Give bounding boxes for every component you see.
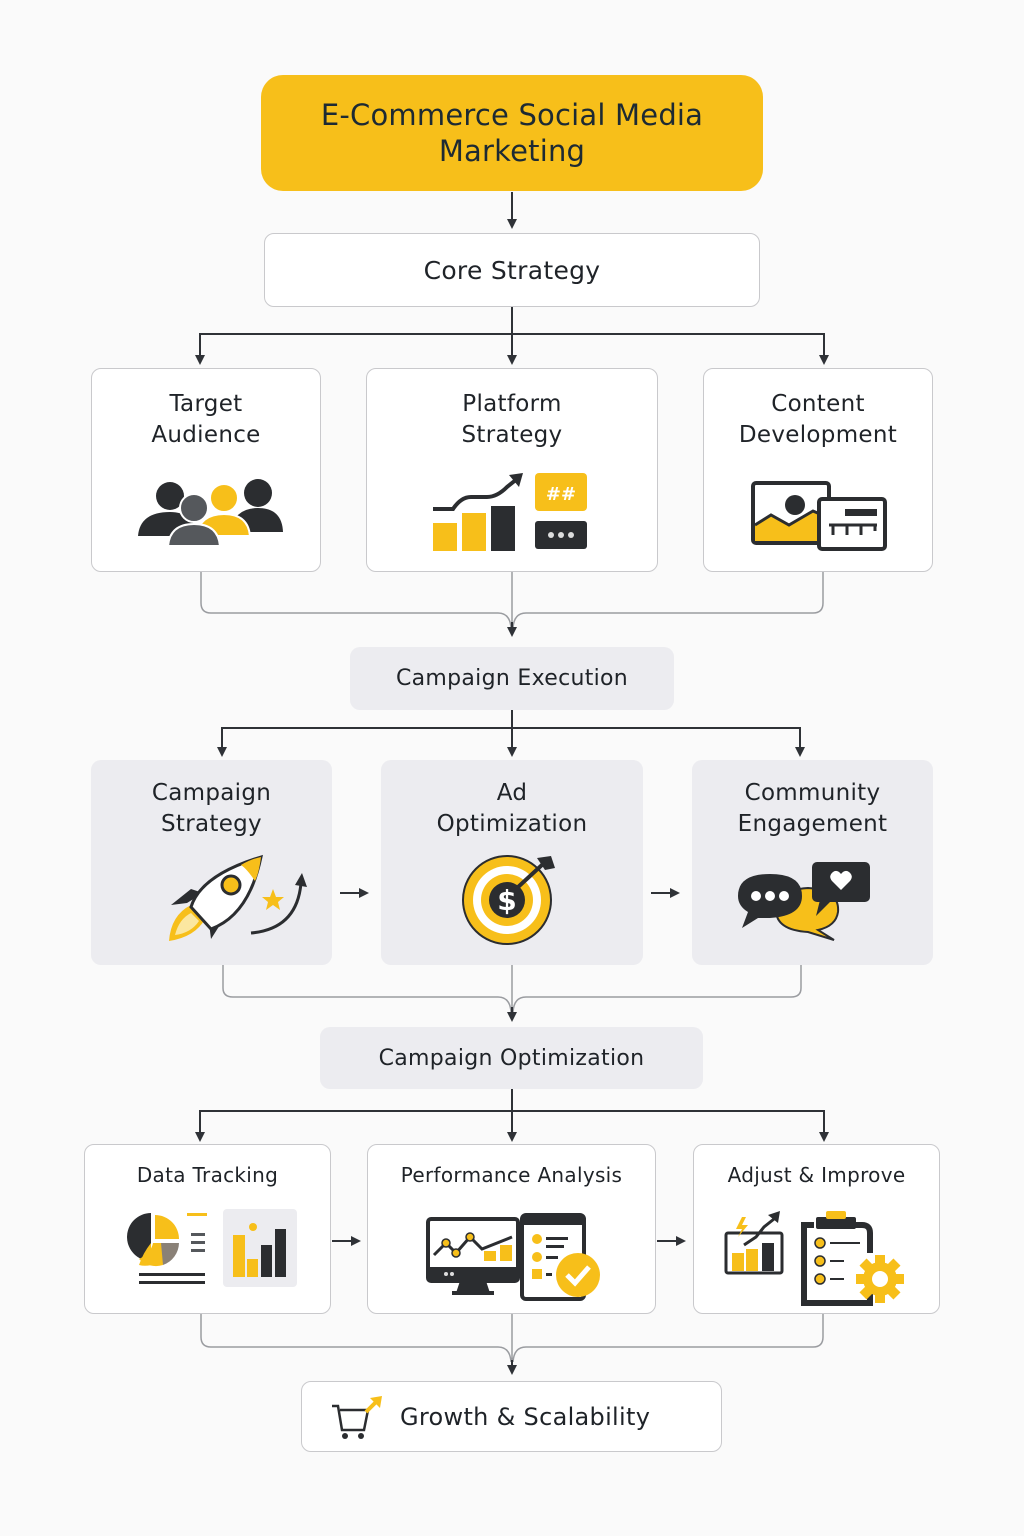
monitor-checklist-icon: [426, 1213, 600, 1301]
data-tracking-node[interactable]: Data Tracking: [84, 1144, 331, 1314]
svg-text:$: $: [497, 884, 516, 917]
clipboard-gear-icon: [724, 1211, 904, 1306]
target-audience-node[interactable]: Target Audience: [91, 368, 321, 572]
rocket-icon: [169, 854, 307, 941]
node-label-line1: Content: [771, 391, 865, 417]
node-label-line2: Strategy: [161, 811, 262, 837]
svg-text:##: ##: [546, 484, 576, 505]
node-label-line1: Target: [169, 391, 243, 417]
arrow-optimization-split: [199, 1089, 825, 1132]
core-strategy-node[interactable]: Core Strategy: [264, 233, 760, 307]
chat-bubbles-heart-icon: [738, 862, 870, 941]
arrow-merge-to-final: [200, 1314, 824, 1363]
pie-bar-chart-icon: [127, 1209, 297, 1287]
community-engagement-node[interactable]: Community Engagement: [692, 760, 933, 965]
ad-optimization-node[interactable]: Ad Optimization $: [381, 760, 643, 965]
diagram-title-box: E-Commerce Social Media Marketing: [261, 75, 763, 191]
audience-group-icon: [138, 479, 283, 547]
content-development-node[interactable]: Content Development: [703, 368, 933, 572]
performance-analysis-node[interactable]: Performance Analysis: [367, 1144, 656, 1314]
node-label: Adjust & Improve: [727, 1163, 906, 1187]
node-label: Data Tracking: [136, 1163, 279, 1187]
arrow-execution-split: [221, 710, 801, 748]
node-label-line2: Engagement: [737, 811, 888, 837]
diagram-title: E-Commerce Social Media Marketing: [320, 98, 704, 168]
node-label: Performance Analysis: [400, 1163, 623, 1187]
node-label-line2: Development: [738, 422, 898, 448]
node-label-line2: Strategy: [461, 422, 563, 448]
node-label-line1: Community: [744, 780, 881, 806]
arrow-merge-to-execution: [200, 572, 824, 629]
cart-arrow-icon: [332, 1395, 382, 1439]
growth-chart-hashtag-icon: ##: [433, 473, 587, 551]
campaign-strategy-node[interactable]: Campaign Strategy: [91, 760, 332, 965]
node-label-line1: Campaign: [151, 780, 272, 806]
growth-scalability-label: Growth & Scalability: [400, 1402, 651, 1431]
adjust-improve-node[interactable]: Adjust & Improve: [693, 1144, 940, 1314]
node-label-line2: Optimization: [436, 811, 588, 837]
platform-strategy-node[interactable]: Platform Strategy ##: [366, 368, 658, 572]
target-dollar-icon: $: [462, 855, 555, 945]
core-strategy-label: Core Strategy: [423, 255, 601, 285]
campaign-execution-node[interactable]: Campaign Execution: [350, 647, 674, 710]
campaign-execution-label: Campaign Execution: [395, 666, 629, 691]
campaign-optimization-label: Campaign Optimization: [378, 1045, 645, 1071]
node-label-line1: Ad: [496, 780, 528, 806]
growth-scalability-node[interactable]: Growth & Scalability: [301, 1381, 722, 1452]
node-label-line1: Platform: [462, 391, 562, 417]
node-label-line2: Audience: [151, 422, 261, 448]
campaign-optimization-node[interactable]: Campaign Optimization: [320, 1027, 703, 1089]
arrow-merge-to-optimization: [222, 965, 802, 1013]
image-editor-icon: [751, 481, 887, 551]
